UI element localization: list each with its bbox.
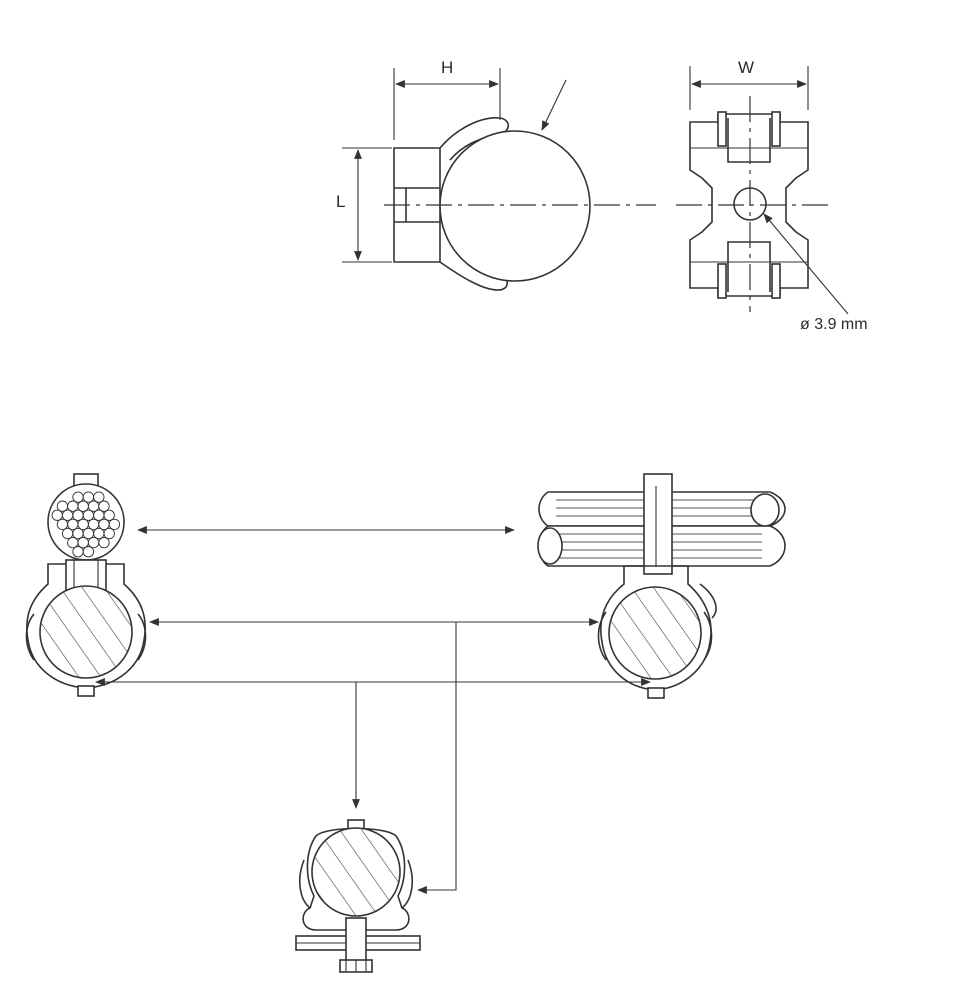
wire-strand: [67, 518, 79, 531]
wire-strand: [51, 509, 63, 521]
wire-strand: [67, 500, 79, 512]
wire-strand: [72, 527, 84, 540]
diameter-label: ø 3.9 mm: [800, 316, 868, 333]
wire-strand: [61, 527, 74, 540]
wire-strand: [87, 500, 100, 512]
wire-strand: [67, 536, 79, 549]
wire-strand: [87, 518, 100, 531]
wire-strand: [56, 518, 69, 531]
wire-strand: [72, 491, 84, 503]
wire-strand: [77, 500, 89, 512]
wire-strand: [82, 546, 95, 558]
side-view-clip: [342, 68, 656, 291]
wire-strand: [56, 500, 69, 512]
wire-strand: [61, 509, 74, 521]
front-view-clip: [676, 66, 849, 315]
wire-strand: [77, 536, 89, 549]
wire-strand: [72, 546, 84, 558]
wire-strand: [93, 509, 105, 521]
wire-strand: [82, 491, 95, 503]
wire-strand: [82, 527, 95, 540]
wire-strand: [103, 527, 115, 540]
wire-strand: [72, 509, 84, 521]
connector-arrows: [95, 526, 651, 894]
wire-strand: [103, 509, 115, 521]
dimension-label-l: L: [336, 192, 346, 211]
wire-strand: [108, 518, 121, 531]
wire-strand: [77, 518, 89, 531]
wire-strand: [98, 518, 110, 531]
clip-flat-cable: [537, 473, 786, 699]
wire-strand: [98, 500, 110, 512]
clip-stranded-cable: [25, 473, 147, 697]
dimension-label-h: H: [441, 58, 454, 77]
wire-strand: [98, 536, 110, 549]
wire-strand: [93, 491, 105, 503]
wire-strand: [82, 509, 95, 521]
dimension-label-w: W: [738, 58, 755, 77]
clip-panel-mount: [295, 819, 421, 973]
wire-strand: [93, 527, 105, 540]
wire-strand: [87, 536, 100, 549]
